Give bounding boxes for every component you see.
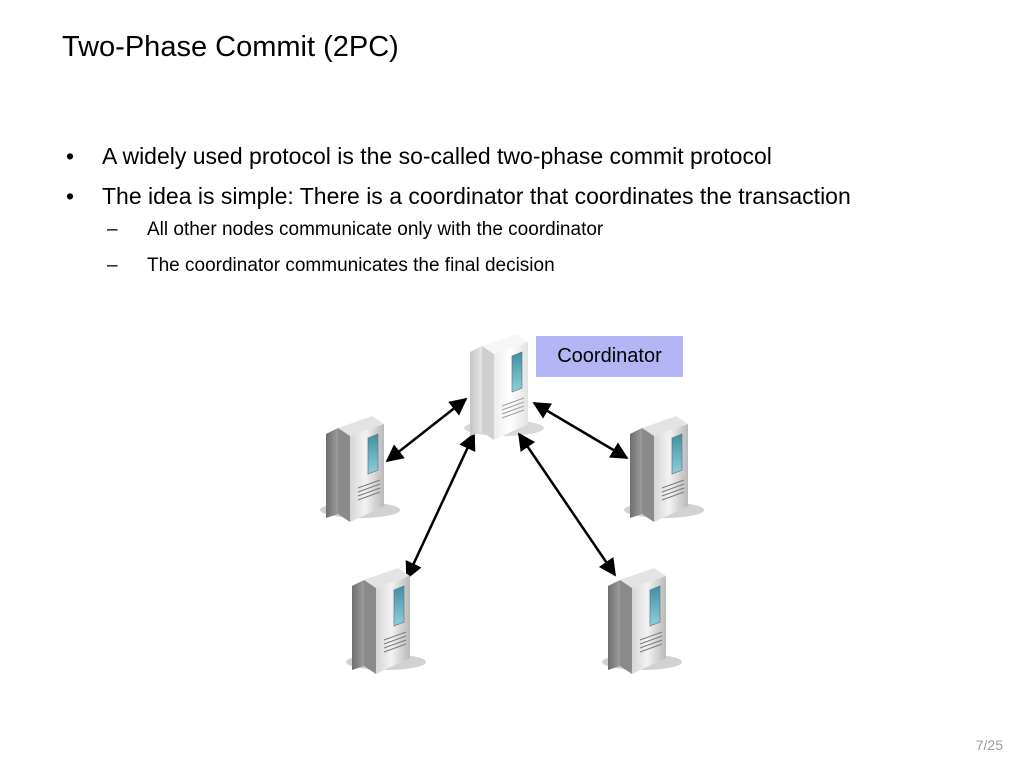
server-icon-bottom-right <box>601 567 683 675</box>
server-icon-bottom-left <box>345 567 427 675</box>
bullet-item: • The idea is simple: There is a coordin… <box>62 182 1002 278</box>
server-icon-left <box>319 415 401 523</box>
subbullet-marker: – <box>107 219 118 240</box>
coordinator-server-icon <box>463 333 545 441</box>
server-icon-right <box>623 415 705 523</box>
bullet-marker: • <box>65 183 75 209</box>
bullet-text: A widely used protocol is the so-called … <box>102 143 772 169</box>
subbullet-list: – All other nodes communicate only with … <box>107 218 1002 278</box>
link-coordinator-bottom-left <box>405 432 476 580</box>
coordinator-label: Coordinator <box>536 336 683 377</box>
slide-title: Two-Phase Commit (2PC) <box>62 31 399 63</box>
subbullet-item: – The coordinator communicates the final… <box>107 254 1002 278</box>
link-coordinator-bottom-right <box>517 432 617 577</box>
page-number: 7/25 <box>975 737 1003 753</box>
bullet-marker: • <box>65 143 75 169</box>
subbullet-text: The coordinator communicates the final d… <box>147 255 555 276</box>
bullet-text: The idea is simple: There is a coordinat… <box>102 183 851 209</box>
link-coordinator-right <box>532 401 629 460</box>
link-coordinator-left <box>385 397 468 463</box>
subbullet-item: – All other nodes communicate only with … <box>107 218 1002 242</box>
subbullet-text: All other nodes communicate only with th… <box>147 219 604 240</box>
subbullet-marker: – <box>107 255 118 276</box>
bullet-item: • A widely used protocol is the so-calle… <box>62 142 1002 170</box>
bullet-list: • A widely used protocol is the so-calle… <box>62 142 1002 290</box>
